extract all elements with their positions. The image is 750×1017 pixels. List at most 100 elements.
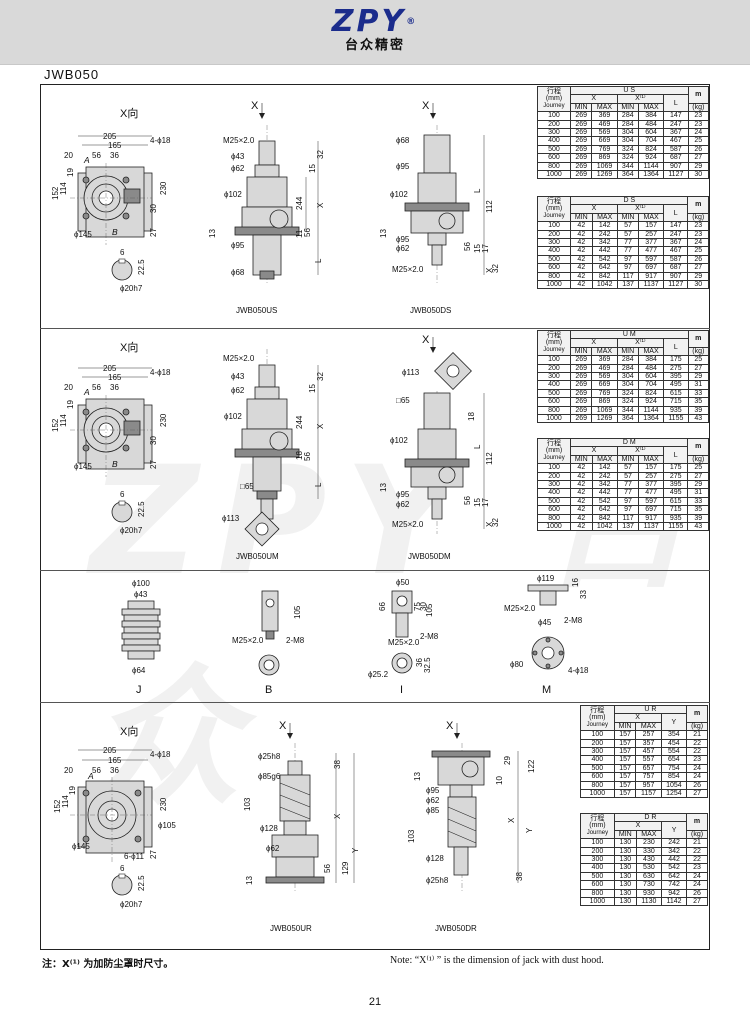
svg-text:M25×2.0: M25×2.0 [223,136,255,145]
stroke-header-stroke_cn: 行程 [547,198,562,205]
svg-text:B: B [265,684,272,696]
table-cell: 800 [580,888,615,899]
svg-text:M25×2.0: M25×2.0 [388,638,420,647]
table-cell: 342 [660,846,688,857]
table-cell: 77 [616,480,640,490]
stroke-header-stroke_en: Journey [586,721,608,728]
dm-elevation: X ϕ113 □65 ϕ102 ϕ95 ϕ62 M25×2.0 18 L 112… [379,334,500,561]
svg-text:X: X [507,817,516,823]
svg-text:32: 32 [316,150,325,159]
svg-text:ϕ43: ϕ43 [134,590,148,599]
table-cell: 704 [637,136,665,146]
col-min-header: MIN [613,721,637,732]
svg-text:19: 19 [68,786,77,795]
table-cell: 400 [580,863,615,873]
table-cell: 100 [536,463,572,473]
table-cell: 500 [536,496,572,507]
table-cell: 157 [613,747,637,757]
col-x-header: X [570,446,618,456]
table-cell: 364 [616,414,639,424]
table-cell: 500 [580,763,615,774]
svg-text:244: 244 [295,415,304,429]
col-min-header: MIN [570,454,593,465]
ds-elevation: X ϕ68 ϕ95 ϕ102 ϕ95 ϕ62 M25×2.0 L 112 15 … [379,100,500,315]
table-cell: 930 [635,888,663,899]
table-cell: 1000 [536,522,572,532]
table-cell: 42 [570,271,593,282]
weight-unit-header: (kg) [687,346,710,357]
svg-text:ϕ25.2: ϕ25.2 [368,670,389,679]
table-cell: 642 [660,871,688,882]
svg-text:A: A [83,387,90,397]
svg-text:JWB050UR: JWB050UR [270,924,312,933]
col-max-header: MAX [591,212,618,223]
table-cell: 364 [616,170,639,180]
table-cell: 269 [569,161,593,172]
table-cell: 344 [616,161,639,172]
table-cell: 324 [616,388,639,399]
table-cell: 33 [687,388,710,399]
table-cell: 800 [536,513,572,524]
table-cell: 269 [569,405,593,416]
table-cell: 1069 [591,161,618,172]
table-cell: 130 [613,880,637,890]
svg-text:103: 103 [243,797,252,811]
table-cell: 247 [663,119,689,130]
col-min-header: MIN [569,346,593,357]
stroke-header: 行程(mm)Journey [537,329,571,357]
table-cell: 77 [616,488,640,498]
svg-text:X: X [485,521,494,527]
um-dm-drawings: X向 205 165 20 56 36 4-ϕ18 A B 152 114 19… [51,334,500,561]
table-cell: 147 [662,221,689,231]
svg-text:27: 27 [149,228,158,237]
x-view-plan-ur: X向 205 165 20 56 36 4-ϕ18 A 152 114 19 2… [53,724,176,909]
table-cell: 442 [591,488,618,498]
svg-text:ϕ20h7: ϕ20h7 [120,284,143,293]
table-cell: 597 [638,254,664,265]
table-cell: 604 [637,128,665,138]
table-cell: 395 [662,480,689,490]
table-cell: 200 [536,471,572,482]
table-cell: 1157 [635,789,662,799]
svg-text:114: 114 [61,795,70,808]
table-cell: 175 [662,463,689,473]
table-cell: 157 [638,221,664,231]
weight-header: m [687,196,709,214]
col-x1-header: X⁽¹⁾ [616,204,664,214]
table-cell: 26 [687,254,709,265]
svg-text:36: 36 [415,658,424,667]
table-cell: 269 [569,363,593,374]
svg-text:ϕ50: ϕ50 [396,578,410,587]
col-max-header: MAX [591,102,618,113]
x-view-plan-um: X向 205 165 20 56 36 4-ϕ18 A B 152 114 19… [51,340,171,535]
svg-text:30: 30 [149,436,158,445]
table-cell: 130 [613,838,637,848]
table-cell: 342 [591,238,618,248]
table-cell: 704 [637,380,665,390]
table-cell: 39 [687,405,710,416]
svg-text:ϕ145: ϕ145 [72,842,90,851]
svg-text:66: 66 [378,602,387,611]
table-cell: 854 [660,772,688,782]
table-cell: 24 [686,763,708,774]
svg-text:6: 6 [120,248,125,257]
table-cell: 157 [613,730,637,740]
svg-text:□65: □65 [240,482,254,491]
svg-text:ϕ95: ϕ95 [396,162,410,171]
table-cell: 97 [616,496,640,507]
svg-text:17: 17 [481,498,490,507]
table-cell: 137 [616,280,640,290]
table-cell: 269 [569,397,593,407]
stroke-header-stroke_en: Journey [586,829,609,836]
